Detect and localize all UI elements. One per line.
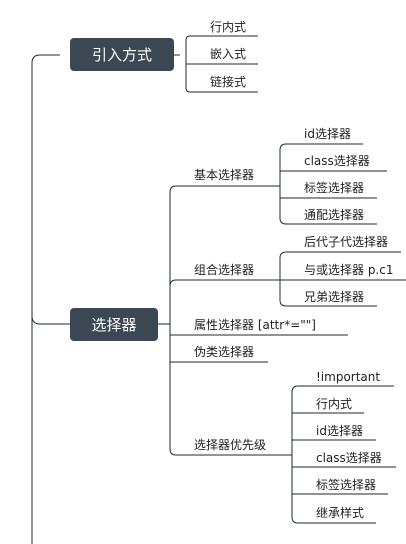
leaf-inherited-style-label: 继承样式 [316,505,364,520]
leaf-and-or-selector[interactable]: 与或选择器 p.c1 [304,263,393,277]
leaf-priority-inline-label: 行内式 [316,397,352,411]
leaf-id-selector-label: id选择器 [304,127,351,141]
topic-selectors-label: 选择器 [91,316,136,334]
leaf-important[interactable]: !important [316,370,380,384]
node-pseudo-class-selectors-label: 伪类选择器 [194,345,254,359]
leaf-important-label: !important [316,370,380,384]
import-methods-connector [174,35,258,93]
leaf-priority-class-label: class选择器 [316,451,382,465]
leaf-priority-inline[interactable]: 行内式 [316,397,352,411]
leaf-linked-style-label: 链接式 [210,74,246,89]
leaf-priority-tag-label: 标签选择器 [316,477,376,492]
node-selector-priority[interactable]: 选择器优先级 [194,438,266,452]
leaf-id-selector[interactable]: id选择器 [304,127,351,141]
topic-import-methods[interactable]: 引入方式 [70,38,174,71]
leaf-tag-selector-label: 标签选择器 [304,180,364,195]
node-basic-selectors-label: 基本选择器 [194,168,254,182]
leaf-class-selector-label: class选择器 [304,154,370,168]
topic-import-methods-box [70,38,174,71]
selectors-spine [158,185,186,456]
leaf-universal-selector[interactable]: 通配选择器 [304,208,364,222]
combinator-selectors-connector [262,251,295,307]
node-attribute-selectors-label: 属性选择器 [attr*=""] [194,318,316,332]
leaf-inline-style[interactable]: 行内式 [210,20,246,34]
leaf-inherited-style[interactable]: 继承样式 [316,505,364,520]
node-basic-selectors[interactable]: 基本选择器 [194,168,254,182]
node-combinator-selectors-label: 组合选择器 [194,262,254,277]
leaf-sibling-selector-label: 兄弟选择器 [304,290,364,304]
leaf-embedded-style[interactable]: 嵌入式 [210,47,246,61]
basic-selectors-connector [262,143,295,225]
leaf-priority-id-label: id选择器 [316,424,363,438]
selector-priority-connector [280,385,306,524]
leaf-descendant-selector-label: 后代子代选择器 [304,235,388,249]
leaf-sibling-selector[interactable]: 兄弟选择器 [304,290,364,304]
trunk-connector [31,54,60,544]
leaf-tag-selector[interactable]: 标签选择器 [304,180,364,195]
leaf-and-or-selector-label: 与或选择器 p.c1 [304,263,393,277]
leaf-inline-style-label: 行内式 [210,20,246,34]
topic-selectors[interactable]: 选择器 [70,308,158,341]
node-combinator-selectors[interactable]: 组合选择器 [194,262,254,277]
topic-import-methods-label: 引入方式 [92,46,152,64]
trunk-branch-selectors [31,315,70,325]
node-attribute-selectors[interactable]: 属性选择器 [attr*=""] [194,318,316,332]
node-selector-priority-label: 选择器优先级 [194,438,266,452]
leaf-embedded-style-label: 嵌入式 [210,47,246,61]
node-pseudo-class-selectors[interactable]: 伪类选择器 [194,345,254,359]
topic-selectors-box [70,308,158,341]
leaf-linked-style[interactable]: 链接式 [210,74,246,89]
leaf-priority-class[interactable]: class选择器 [316,451,382,465]
leaf-priority-id[interactable]: id选择器 [316,424,363,438]
leaf-class-selector[interactable]: class选择器 [304,154,370,168]
leaf-priority-tag[interactable]: 标签选择器 [316,477,376,492]
leaf-universal-selector-label: 通配选择器 [304,208,364,222]
leaf-descendant-selector[interactable]: 后代子代选择器 [304,235,388,249]
